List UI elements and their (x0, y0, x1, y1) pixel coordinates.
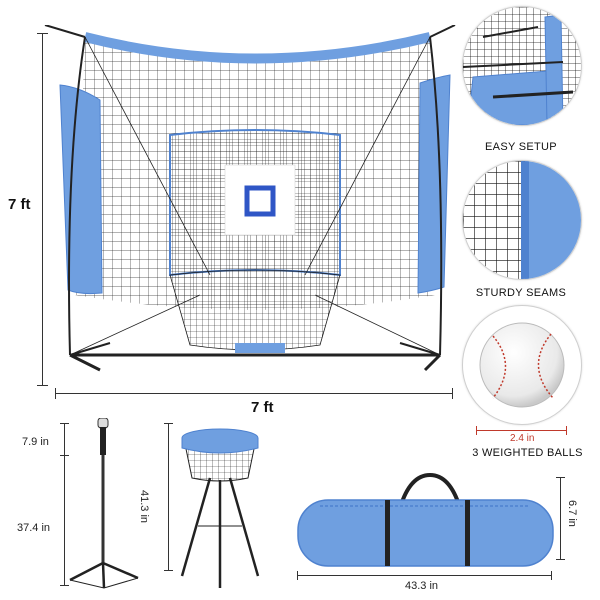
caddy-height-label: 41.3 in (138, 490, 150, 524)
dimension-tick (60, 455, 69, 456)
width-dimension-line (55, 393, 453, 394)
bag-height-label: 6.7 in (566, 500, 578, 527)
dimension-tick (164, 423, 173, 424)
tee-bottom-label: 37.4 in (17, 522, 51, 534)
baseball-icon (479, 322, 565, 408)
batting-tee-icon (69, 418, 139, 589)
dimension-tick (476, 426, 477, 435)
dimension-tick (556, 477, 565, 478)
dimension-tick (556, 559, 565, 560)
height-dimension-line (42, 33, 43, 385)
sturdy-seams-circle (462, 160, 582, 280)
tee-dimension-line (64, 423, 65, 585)
dimension-tick (164, 570, 173, 571)
dimension-tick (60, 423, 69, 424)
sturdy-seams-caption: STURDY SEAMS (475, 287, 567, 299)
dimension-tick (452, 388, 453, 399)
dimension-tick (60, 585, 69, 586)
ball-size-line (476, 430, 566, 431)
weighted-balls-circle (462, 305, 582, 425)
bag-height-dimension-line (560, 477, 561, 559)
dimension-tick (551, 571, 552, 580)
dimension-tick (566, 426, 567, 435)
dimension-tick (37, 33, 48, 34)
dimension-tick (55, 388, 56, 399)
ball-size-label: 2.4 in (510, 433, 535, 444)
tee-top-label: 7.9 in (22, 436, 49, 448)
net-height-label: 7 ft (8, 196, 31, 213)
dimension-tick (297, 571, 298, 580)
bag-width-label: 43.3 in (405, 580, 439, 592)
caddy-dimension-line (168, 423, 169, 570)
easy-setup-caption: EASY SETUP (485, 141, 557, 153)
net-corner-icon (463, 7, 581, 125)
weighted-balls-caption: 3 WEIGHTED BALLS (472, 447, 583, 459)
carry-bag-icon (297, 472, 554, 567)
net-width-label: 7 ft (251, 399, 274, 416)
ball-caddy-icon (180, 428, 260, 588)
mesh-seam-icon (463, 161, 581, 279)
bag-width-dimension-line (297, 575, 552, 576)
dimension-tick (37, 385, 48, 386)
batting-net-icon (44, 25, 456, 372)
easy-setup-circle (462, 6, 582, 126)
